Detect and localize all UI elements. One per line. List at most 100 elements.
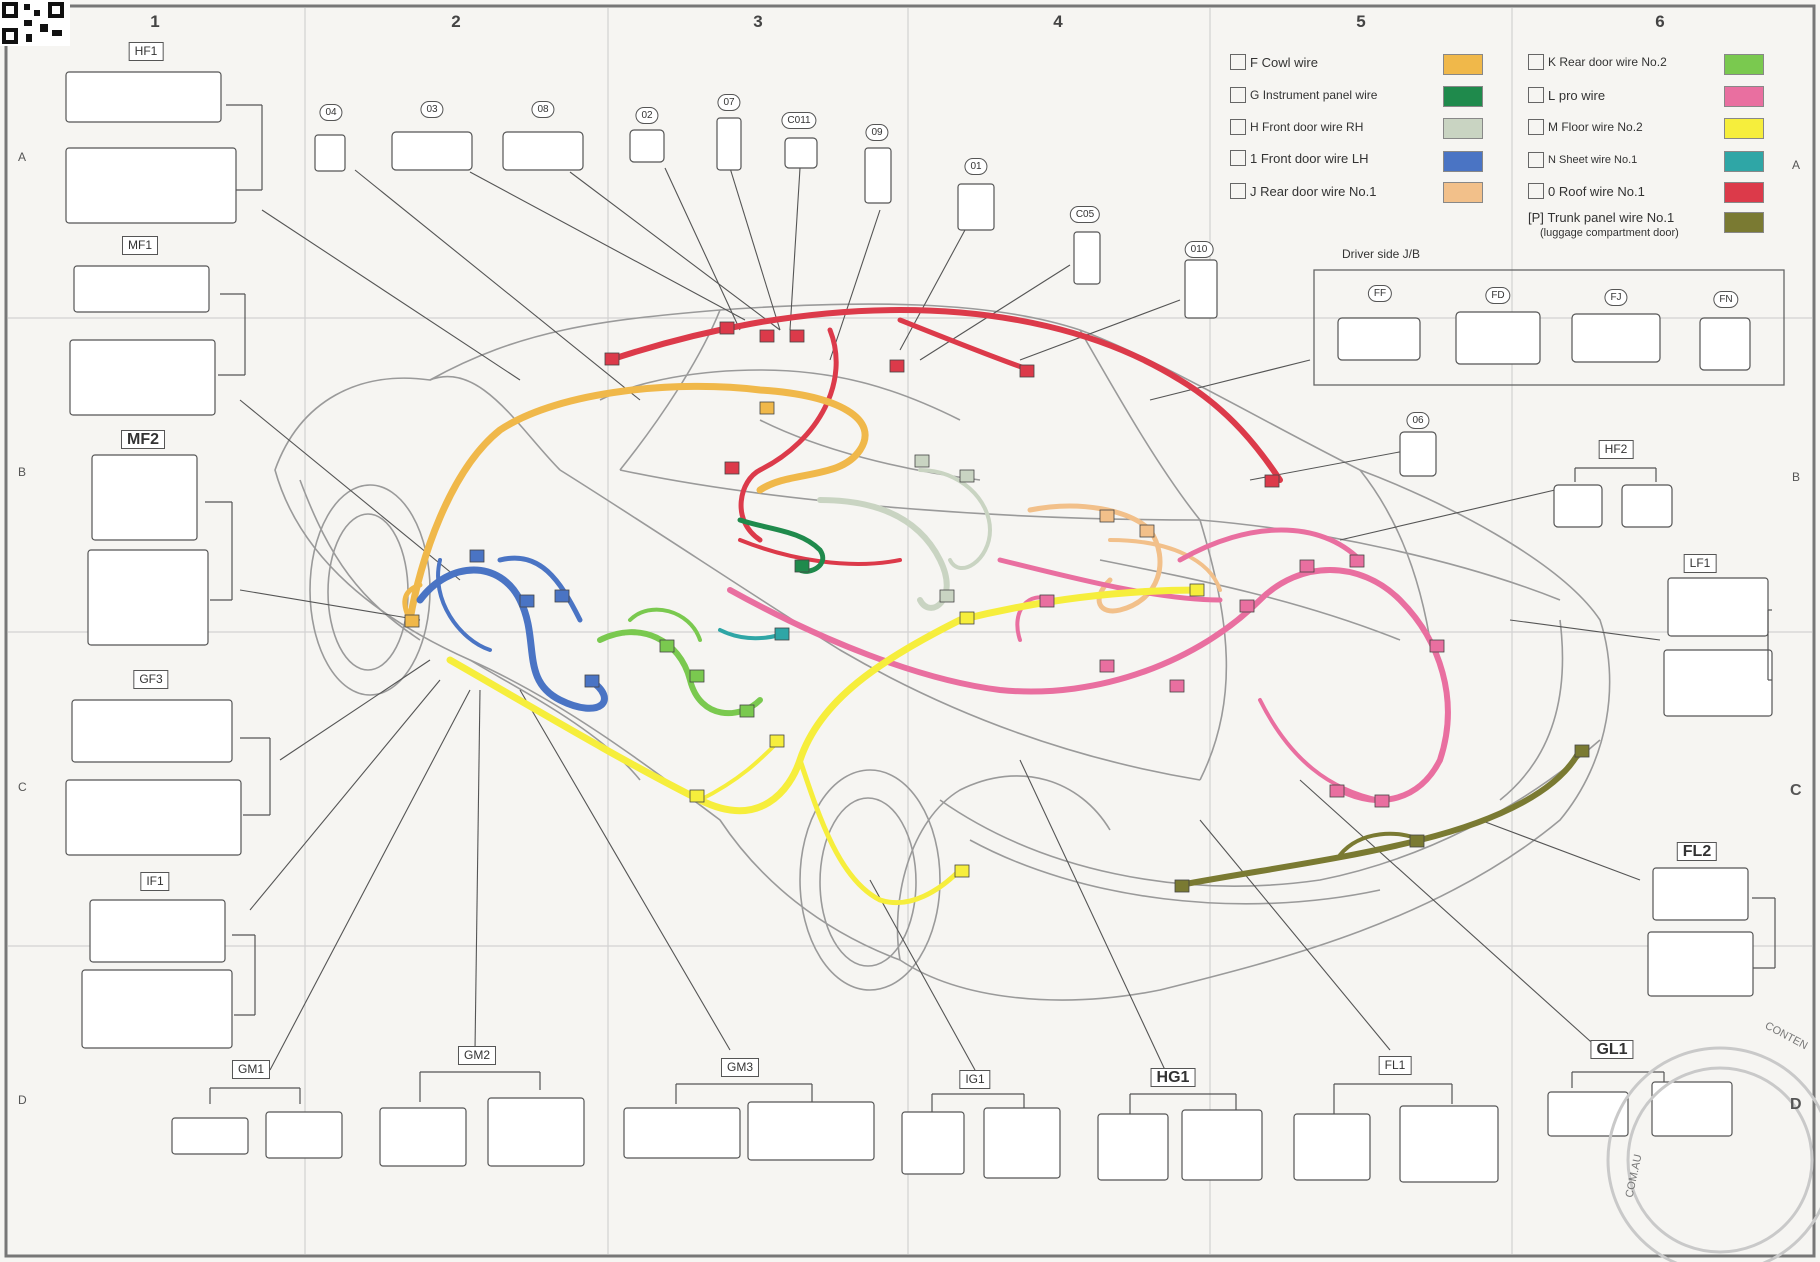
legend-checkbox <box>1528 183 1544 199</box>
connector-label-hf2: HF2 <box>1598 440 1634 459</box>
grid-column-6: 6 <box>1655 12 1665 31</box>
connector-label-gm3: GM3 <box>720 1058 760 1077</box>
legend-label: Roof wire No.1 <box>1558 183 1645 199</box>
grid-column-1: 1 <box>150 12 160 31</box>
grid-column-5: 5 <box>1356 12 1366 31</box>
legend-code: L <box>1548 87 1556 103</box>
connector-label-03: 03 <box>420 101 444 118</box>
harness-plugs <box>404 321 1590 893</box>
connector-label-mf1: MF1 <box>122 236 158 255</box>
grid-row-c-right: C <box>1790 782 1802 799</box>
junction-block-title: Driver side J/B <box>1342 247 1421 261</box>
legend-checkbox <box>1528 152 1544 168</box>
legend-checkbox <box>1230 54 1246 70</box>
legend-label: Front door wire RH <box>1262 120 1364 134</box>
legend-swatch-roof-1 <box>1724 182 1764 203</box>
legend-item-floor-2: M Floor wire No.2 <box>1528 119 1643 135</box>
left-connector-drawings <box>65 71 271 1049</box>
legend-code: G <box>1250 88 1260 102</box>
wire-harnesses <box>402 307 1583 906</box>
legend-checkbox <box>1230 87 1246 103</box>
legend-item-sheet-1: N Sheet wire No.1 <box>1528 152 1637 168</box>
legend-swatch-front-door-lh <box>1443 151 1483 172</box>
legend-item-front-door-lh: 1 Front door wire LH <box>1230 150 1369 166</box>
legend-item-instrument-panel: G Instrument panel wire <box>1230 87 1377 103</box>
legend-label: pro wire <box>1558 87 1606 103</box>
legend-item-front-door-rh: H Front door wire RH <box>1230 119 1363 135</box>
right-connector-drawings <box>1553 467 1776 997</box>
legend-swatch-front-door-rh <box>1443 118 1483 139</box>
car-body-outline <box>274 303 1611 1001</box>
legend-checkbox <box>1230 150 1246 166</box>
leader-lines <box>239 167 1661 1071</box>
connector-label-if1: IF1 <box>140 872 170 891</box>
legend-swatch-sheet-1 <box>1724 151 1764 172</box>
legend-checkbox <box>1230 183 1246 199</box>
grid-column-2: 2 <box>451 12 461 31</box>
legend-sublabel-trunk-panel: (luggage compartment door) <box>1540 227 1679 239</box>
legend-swatch-trunk-panel <box>1724 212 1764 233</box>
grid-row-d-left: D <box>18 1093 27 1107</box>
connector-label-c011: C011 <box>781 112 817 129</box>
legend-checkbox <box>1528 119 1544 135</box>
connector-label-gl1: GL1 <box>1590 1040 1634 1059</box>
legend-item-cowl: F Cowl wire <box>1230 54 1318 70</box>
connector-label-hg1: HG1 <box>1150 1068 1196 1087</box>
grid-column-4: 4 <box>1053 12 1063 31</box>
legend-item-rear-door-1: J Rear door wire No.1 <box>1230 183 1376 199</box>
top-connector-drawings <box>314 117 1437 477</box>
legend-item-rear-door-2: K Rear door wire No.2 <box>1528 54 1667 70</box>
connector-label-04: 04 <box>319 104 343 121</box>
legend-code: N <box>1548 154 1556 166</box>
grid-row-b-left: B <box>18 465 27 479</box>
grid-column-3: 3 <box>753 12 763 31</box>
legend-swatch-floor-2 <box>1724 118 1764 139</box>
legend-swatch-cowl <box>1443 54 1483 75</box>
grid-row-b-right: B <box>1792 470 1801 484</box>
grid-row-d-right: D <box>1790 1096 1802 1113</box>
legend-code: M <box>1548 120 1558 134</box>
legend-code: K <box>1548 55 1557 69</box>
connector-label-010: 010 <box>1184 241 1214 258</box>
legend-code: F <box>1250 54 1258 70</box>
connector-label-lf1: LF1 <box>1683 554 1717 573</box>
legend-checkbox <box>1528 87 1544 103</box>
watermark-seal <box>1606 1046 1820 1262</box>
legend-label: Instrument panel wire <box>1262 88 1378 102</box>
legend-code: 1 <box>1250 150 1258 166</box>
connector-label-ig1: IG1 <box>959 1070 991 1089</box>
legend-label: Rear door wire No.2 <box>1559 55 1667 69</box>
legend-swatch-rear-door-1 <box>1443 182 1483 203</box>
connector-label-06: 06 <box>1406 412 1430 429</box>
legend-checkbox <box>1528 54 1544 70</box>
legend-label: Cowl wire <box>1261 54 1318 70</box>
connector-label-gm2: GM2 <box>457 1046 497 1065</box>
legend-code: [P] <box>1528 210 1544 225</box>
grid-lines <box>8 8 1812 1254</box>
legend-item-pro-wire: L pro wire <box>1528 87 1605 103</box>
legend-checkbox <box>1230 119 1246 135</box>
jb-connector-label-fj: FJ <box>1604 289 1628 306</box>
legend-swatch-instrument-panel <box>1443 86 1483 107</box>
connector-label-fl2: FL2 <box>1676 842 1718 861</box>
legend-item-roof-1: 0 Roof wire No.1 <box>1528 183 1645 199</box>
grid-row-a-right: A <box>1792 158 1801 172</box>
grid-row-c-left: C <box>18 780 27 794</box>
jb-connector-label-ff: FF <box>1367 285 1393 302</box>
jb-connector-label-fn: FN <box>1713 291 1739 308</box>
legend-code: H <box>1250 120 1259 134</box>
legend-code: 0 <box>1548 183 1556 199</box>
legend-label: Rear door wire No.1 <box>1260 183 1377 199</box>
connector-label-c05: C05 <box>1069 206 1101 223</box>
jb-connector-label-fd: FD <box>1485 287 1511 304</box>
legend-label: Floor wire No.2 <box>1561 120 1643 134</box>
connector-label-gf3: GF3 <box>133 670 169 689</box>
legend-swatch-pro-wire <box>1724 86 1764 107</box>
legend-code: J <box>1250 183 1257 199</box>
legend-label: Trunk panel wire No.1 <box>1547 210 1675 225</box>
legend-label: Front door wire LH <box>1260 150 1369 166</box>
connector-label-mf2: MF2 <box>121 430 165 449</box>
legend-label: Sheet wire No.1 <box>1559 154 1638 166</box>
connector-label-08: 08 <box>531 101 555 118</box>
